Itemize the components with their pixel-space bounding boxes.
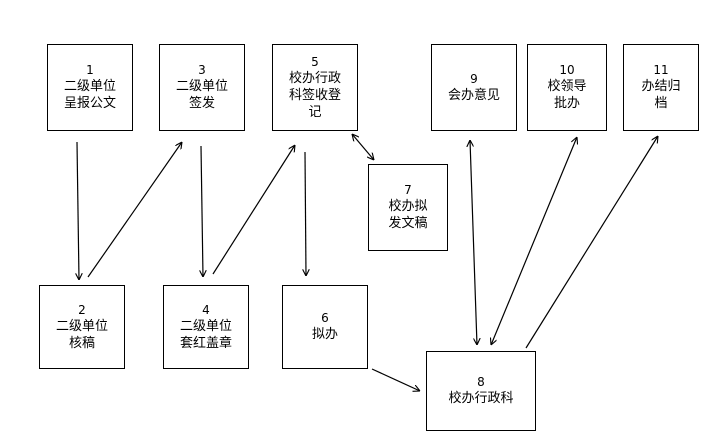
node-6-number: 6 bbox=[321, 311, 329, 325]
edge-8-9 bbox=[470, 140, 477, 345]
edge-2-3 bbox=[87, 142, 182, 278]
node-7[interactable]: 7 校办拟 发文稿 bbox=[368, 164, 448, 251]
edge-6-8 bbox=[371, 368, 420, 391]
node-11[interactable]: 11 办结归 档 bbox=[623, 44, 699, 131]
node-2[interactable]: 2 二级单位 核稿 bbox=[39, 285, 125, 369]
node-3-label: 二级单位 签发 bbox=[175, 79, 228, 111]
node-3-number: 3 bbox=[198, 63, 206, 77]
node-6[interactable]: 6 拟办 bbox=[282, 285, 368, 369]
node-4-number: 4 bbox=[202, 302, 210, 317]
edge-8-10 bbox=[491, 137, 577, 345]
node-7-number: 7 bbox=[404, 183, 412, 197]
node-5-number: 5 bbox=[311, 54, 319, 69]
node-1-number: 1 bbox=[86, 63, 94, 77]
edge-4-5 bbox=[212, 145, 295, 275]
node-10-number: 10 bbox=[559, 63, 575, 77]
node-11-label: 办结归 档 bbox=[641, 79, 681, 111]
node-6-label: 拟办 bbox=[311, 327, 338, 342]
edge-8-11 bbox=[525, 136, 658, 349]
node-9-label: 会办意见 bbox=[447, 87, 500, 103]
node-1[interactable]: 1 二级单位 呈报公文 bbox=[47, 44, 133, 131]
node-11-number: 11 bbox=[653, 63, 669, 77]
node-2-number: 2 bbox=[78, 302, 86, 317]
node-8-label: 校办行政科 bbox=[448, 391, 514, 406]
node-8-number: 8 bbox=[477, 375, 485, 389]
edge-5-7 bbox=[352, 134, 374, 160]
edge-5-6 bbox=[305, 151, 306, 276]
node-7-label: 校办拟 发文稿 bbox=[388, 199, 428, 231]
edge-3-4 bbox=[201, 145, 203, 277]
node-10-label: 校领导 批办 bbox=[547, 79, 587, 111]
node-5-label: 校办行政 科签收登 记 bbox=[288, 70, 341, 120]
edge-1-2 bbox=[77, 141, 79, 280]
node-10[interactable]: 10 校领导 批办 bbox=[527, 44, 607, 131]
node-9[interactable]: 9 会办意见 bbox=[431, 44, 517, 131]
node-3[interactable]: 3 二级单位 签发 bbox=[159, 44, 245, 131]
node-8[interactable]: 8 校办行政科 bbox=[426, 351, 536, 431]
node-1-label: 二级单位 呈报公文 bbox=[63, 79, 116, 111]
node-2-label: 二级单位 核稿 bbox=[55, 318, 108, 351]
node-9-number: 9 bbox=[470, 71, 478, 86]
node-4[interactable]: 4 二级单位 套红盖章 bbox=[163, 285, 249, 369]
node-5[interactable]: 5 校办行政 科签收登 记 bbox=[272, 44, 358, 131]
node-4-label: 二级单位 套红盖章 bbox=[179, 318, 232, 351]
